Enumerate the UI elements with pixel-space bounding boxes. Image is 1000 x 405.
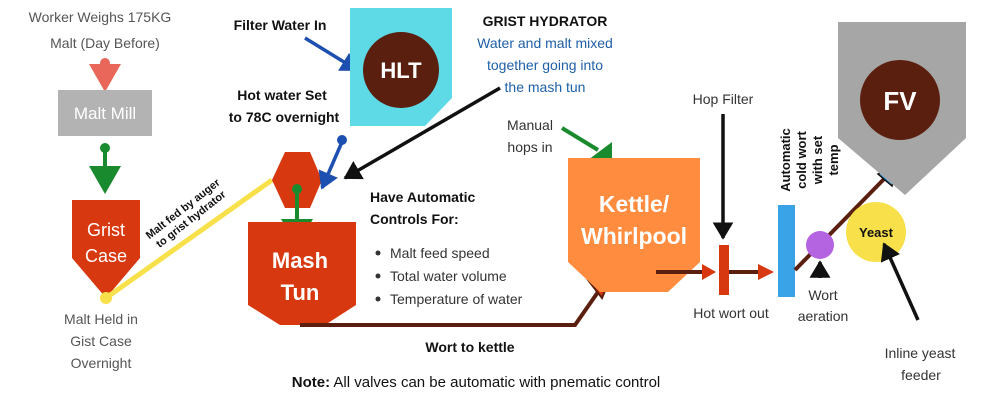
yeast-feeder-arrow <box>880 242 920 321</box>
worker-weighs-label: Worker Weighs 175KG <box>29 9 172 25</box>
wort-aeration-circle <box>806 231 834 259</box>
cold-wort-label: Automatic <box>778 128 793 192</box>
mash-tun-label-2: Tun <box>281 280 320 305</box>
inline-yeast-label-2: feeder <box>901 367 941 383</box>
cooler-bar <box>778 205 795 297</box>
kettle-shape <box>568 158 700 292</box>
cold-wort-label-3: with set <box>810 135 825 185</box>
grist-hydrator-desc-1: Water and malt mixed <box>477 35 613 51</box>
malt-held-label-2: Gist Case <box>70 333 132 349</box>
hot-wort-arrowhead-icon <box>758 264 774 280</box>
grist-case-shape <box>72 200 140 298</box>
manual-hops-label: Manual <box>507 117 553 133</box>
grist-hydrator-desc-2: together going into <box>487 57 603 73</box>
hot-wort-out-label: Hot wort out <box>693 305 769 321</box>
cold-wort-label-4: temp <box>826 144 841 175</box>
inline-yeast-label: Inline yeast <box>885 345 956 361</box>
cold-wort-label-group: Automatic cold wort with set temp <box>778 128 841 192</box>
mill-start-dot <box>100 143 110 153</box>
bullet-icon <box>375 250 381 256</box>
grist-case-label-2: Case <box>85 246 127 266</box>
yeast-label: Yeast <box>859 225 894 240</box>
hlt-circle <box>363 32 439 108</box>
note-line: Note: All valves can be automatic with p… <box>292 374 661 391</box>
note-text: All valves can be automatic with pnemati… <box>330 374 660 391</box>
kettle-label: Kettle/ <box>599 191 670 217</box>
grist-hydrator-desc-3: the mash tun <box>505 79 586 95</box>
kettle-label-2: Whirlpool <box>581 223 687 249</box>
wort-pipe <box>300 290 600 327</box>
controls-title-2: Controls For: <box>370 211 459 227</box>
mash-tun-label: Mash <box>272 248 328 273</box>
wort-to-kettle-label: Wort to kettle <box>425 339 514 355</box>
malt-mill-box <box>58 90 152 136</box>
bullet-icon <box>375 273 381 279</box>
cold-wort-label-2: cold wort <box>794 130 809 188</box>
wort-aeration-label-2: aeration <box>798 308 849 324</box>
malt-held-label-3: Overnight <box>71 355 132 371</box>
worker-weighs-label-2: Malt (Day Before) <box>50 35 160 51</box>
note-label: Note: <box>292 374 330 391</box>
controls-item-3: Temperature of water <box>390 291 523 307</box>
hydrator-hexagon <box>272 152 322 208</box>
manual-hops-arrow <box>560 126 600 152</box>
controls-item-2: Total water volume <box>390 268 507 284</box>
grist-outlet-dot <box>100 292 112 304</box>
fv-label: FV <box>883 86 917 116</box>
kettle-outlet-arrowhead-icon <box>702 264 716 280</box>
fv-circle <box>860 60 940 140</box>
controls-item-1: Malt feed speed <box>390 245 490 261</box>
manual-hops-label-2: hops in <box>507 139 552 155</box>
malt-held-label: Malt Held in <box>64 311 138 327</box>
grist-case-label: Grist <box>87 220 125 240</box>
grist-hydrator-title: GRIST HYDRATOR <box>483 13 608 29</box>
hlt-label: HLT <box>380 58 422 83</box>
hydrator-green-dot <box>292 184 302 194</box>
hydrator-to-mash-arrow <box>343 86 501 180</box>
hot-water-label-2: to 78C overnight <box>229 109 340 125</box>
mash-tun-shape <box>248 222 356 325</box>
malt-mill-label: Malt Mill <box>74 104 136 123</box>
hop-filter-label: Hop Filter <box>693 91 754 107</box>
wort-aeration-label: Wort <box>808 287 837 303</box>
bullet-icon <box>375 296 381 302</box>
filter-water-label: Filter Water In <box>234 17 327 33</box>
hot-water-dot <box>337 135 347 145</box>
hop-filter-bar <box>719 245 729 295</box>
auger-feed-line <box>104 177 274 301</box>
filter-water-arrow <box>304 36 359 72</box>
hot-water-label: Hot water Set <box>237 87 327 103</box>
hot-water-arrow <box>318 141 344 190</box>
controls-title: Have Automatic <box>370 189 476 205</box>
